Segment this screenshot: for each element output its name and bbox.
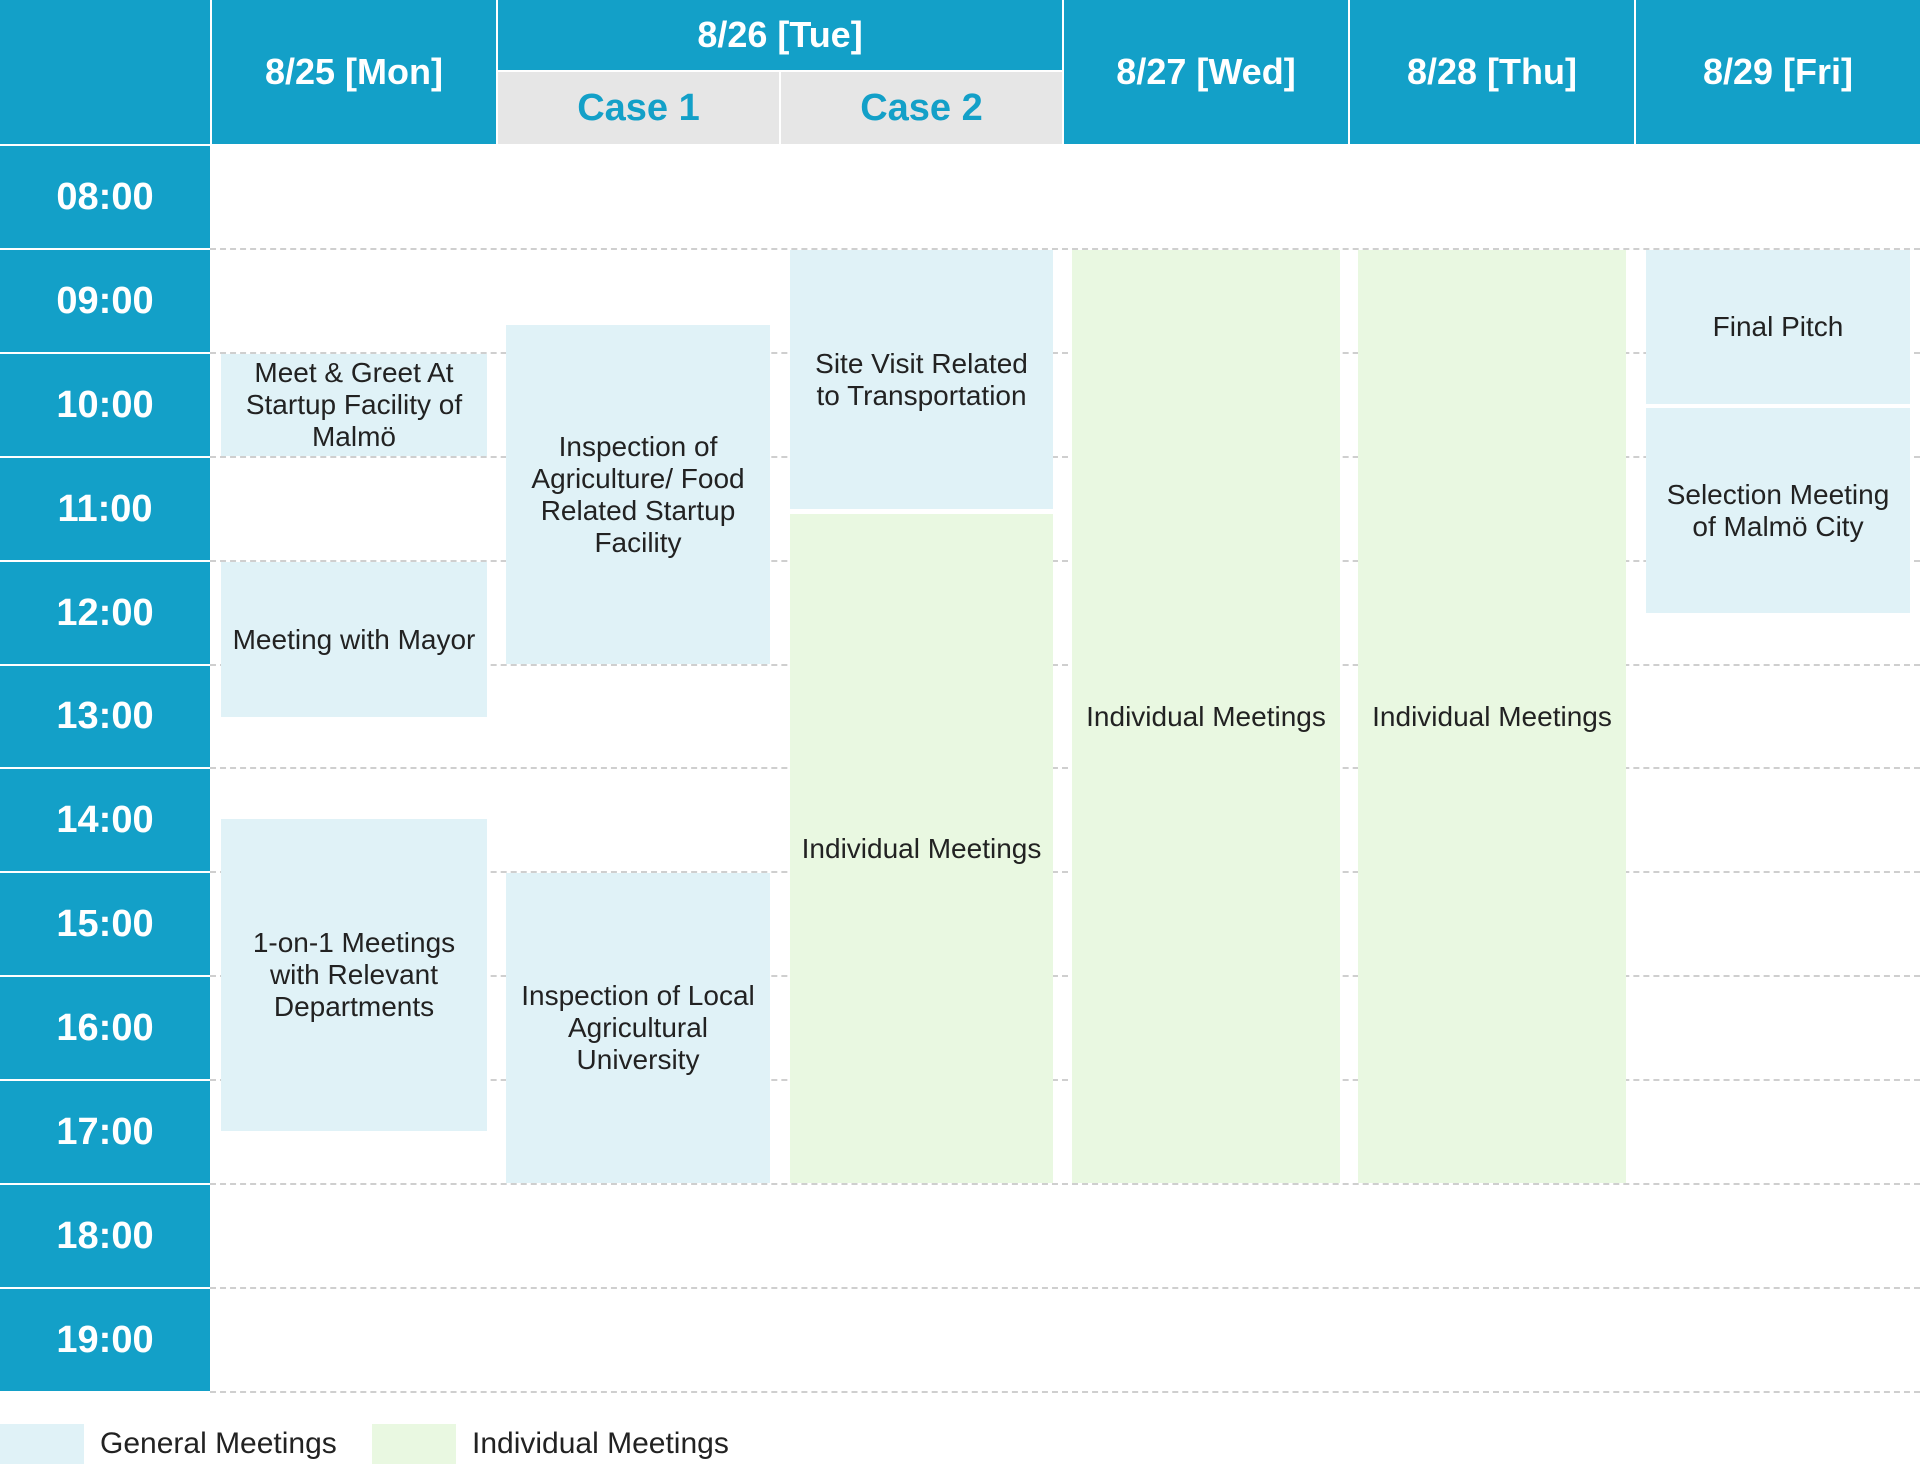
event-label: Final Pitch bbox=[1712, 311, 1844, 342]
hour-gridline bbox=[210, 1287, 1920, 1289]
time-label: 14:00 bbox=[0, 769, 210, 871]
event-label: Individual Meetings bbox=[801, 832, 1042, 864]
header-day-thu: 8/28 [Thu] bbox=[1350, 0, 1634, 144]
legend-swatch-individual bbox=[372, 1424, 456, 1464]
time-label: 17:00 bbox=[0, 1081, 210, 1183]
time-label: 09:00 bbox=[0, 250, 210, 352]
event-individual-meetings: Individual Meetings bbox=[1072, 250, 1340, 1183]
hour-gridline bbox=[210, 1183, 1920, 1185]
hour-gridline bbox=[210, 975, 1920, 977]
event-inspection-agriculture-food: Inspection of Agriculture/ Food Related … bbox=[506, 325, 770, 664]
time-label: 19:00 bbox=[0, 1289, 210, 1391]
event-label: 1-on-1 Meetings with Relevant Department… bbox=[252, 927, 456, 1022]
header-corner bbox=[0, 0, 210, 144]
event-label: Individual Meetings bbox=[1086, 700, 1326, 732]
event-label: Meeting with Mayor bbox=[232, 623, 476, 655]
time-label: 13:00 bbox=[0, 666, 210, 767]
hour-gridline bbox=[210, 560, 1920, 562]
event-label: Site Visit Related to Transportation bbox=[815, 347, 1028, 411]
hour-gridline bbox=[210, 248, 1920, 250]
event-label: Inspection of Agriculture/ Food Related … bbox=[531, 430, 745, 558]
hour-gridline bbox=[210, 456, 1920, 458]
event-site-visit-transportation: Site Visit Related to Transportation bbox=[790, 250, 1053, 509]
event-label: Selection Meeting of Malmö City bbox=[1666, 478, 1890, 542]
event-meeting-with-mayor: Meeting with Mayor bbox=[221, 562, 487, 717]
hour-gridline bbox=[210, 664, 1920, 666]
time-label: 16:00 bbox=[0, 977, 210, 1079]
time-label: 10:00 bbox=[0, 354, 210, 456]
event-meet-and-greet: Meet & Greet At Startup Facility of Malm… bbox=[221, 354, 487, 456]
time-label: 12:00 bbox=[0, 562, 210, 664]
event-selection-meeting: Selection Meeting of Malmö City bbox=[1646, 408, 1910, 613]
header-day-wed: 8/27 [Wed] bbox=[1064, 0, 1348, 144]
hour-gridline bbox=[210, 1079, 1920, 1081]
time-label: 08:00 bbox=[0, 146, 210, 248]
header-day-mon: 8/25 [Mon] bbox=[212, 0, 496, 144]
time-label: 15:00 bbox=[0, 873, 210, 975]
hour-gridline bbox=[210, 352, 1920, 354]
event-label: Individual Meetings bbox=[1372, 700, 1612, 732]
legend-swatch-general bbox=[0, 1424, 84, 1464]
header-day-tue: 8/26 [Tue] bbox=[498, 0, 1062, 70]
time-label: 18:00 bbox=[0, 1185, 210, 1287]
event-inspection-university: Inspection of Local Agricultural Univers… bbox=[506, 873, 770, 1183]
hour-gridline bbox=[210, 767, 1920, 769]
time-label: 11:00 bbox=[0, 458, 210, 560]
event-label: Meet & Greet At Startup Facility of Malm… bbox=[245, 357, 463, 452]
header-day-fri: 8/29 [Fri] bbox=[1636, 0, 1920, 144]
hour-gridline bbox=[210, 871, 1920, 873]
header-case-2: Case 2 bbox=[781, 72, 1062, 144]
hour-gridline bbox=[210, 1391, 1920, 1393]
event-individual-meetings: Individual Meetings bbox=[1358, 250, 1626, 1183]
event-final-pitch: Final Pitch bbox=[1646, 250, 1910, 404]
event-individual-meetings: Individual Meetings bbox=[790, 514, 1053, 1183]
legend-label-general: General Meetings bbox=[100, 1427, 337, 1460]
event-one-on-one-meetings: 1-on-1 Meetings with Relevant Department… bbox=[221, 819, 487, 1131]
legend-label-individual: Individual Meetings bbox=[472, 1427, 729, 1460]
event-label: Inspection of Local Agricultural Univers… bbox=[521, 980, 755, 1075]
header-case-1: Case 1 bbox=[498, 72, 779, 144]
